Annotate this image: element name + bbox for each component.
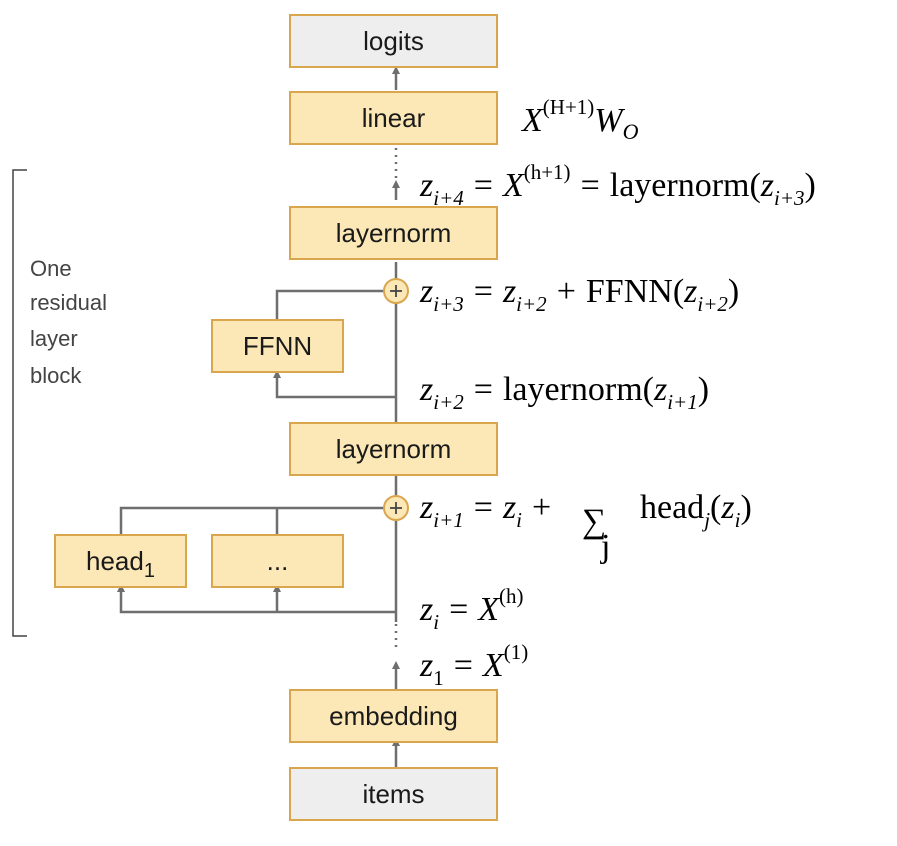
- box-head-1-label: head: [86, 546, 144, 576]
- box-ffnn-label: FFNN: [243, 331, 312, 361]
- eq-z-i1-head: headj(zi): [640, 489, 752, 532]
- box-logits-label: logits: [363, 26, 424, 56]
- eq-sum-index: j: [600, 528, 610, 565]
- eq-z-i3: zi+3=zi+2+FFNN(zi+2): [419, 273, 739, 316]
- side-label-line-4: block: [30, 363, 82, 388]
- box-layernorm-mid-label: layernorm: [336, 434, 452, 464]
- plus-circle-icon: [383, 278, 409, 304]
- heads-input-line: [117, 584, 396, 614]
- side-label-line-2: residual: [30, 290, 107, 315]
- plus-circle-icon: [383, 495, 409, 521]
- box-layernorm-top: layernorm: [289, 206, 498, 260]
- eq-sum-sign: ∑: [582, 503, 606, 540]
- box-items-label: items: [362, 779, 424, 809]
- box-linear: linear: [289, 91, 498, 145]
- box-head-more-label: ...: [267, 546, 289, 576]
- box-embedding-label: embedding: [329, 701, 458, 731]
- heads-output-line: [119, 506, 384, 535]
- eq-z-i2: zi+2=layernorm(zi+1): [419, 371, 709, 414]
- box-layernorm-top-label: layernorm: [336, 218, 452, 248]
- box-head-1: head1: [54, 534, 187, 588]
- svg-text:head1: head1: [86, 546, 155, 582]
- side-label-line-1: One: [30, 256, 72, 281]
- box-ffnn: FFNN: [211, 319, 344, 373]
- box-head-more: ...: [211, 534, 344, 588]
- box-items: items: [289, 767, 498, 821]
- box-layernorm-mid: layernorm: [289, 422, 498, 476]
- box-head-1-subscript: 1: [144, 560, 155, 582]
- side-label-line-3: layer: [30, 326, 78, 351]
- ffnn-input-line: [273, 370, 396, 399]
- residual-block-label: One residual layer block: [30, 256, 107, 388]
- ffnn-output-line: [275, 289, 384, 320]
- residual-block-bracket: [12, 169, 27, 637]
- eq-z-i: zi=X(h): [419, 584, 524, 634]
- eq-z-i4: zi+4=X(h+1)=layernorm(zi+3): [419, 160, 816, 210]
- eq-z-i1: zi+1=zi+: [419, 489, 551, 532]
- box-linear-label: linear: [362, 103, 426, 133]
- box-embedding: embedding: [289, 689, 498, 743]
- eq-z-1: z1=X(1): [419, 640, 528, 690]
- box-logits: logits: [289, 14, 498, 68]
- eq-linear: X(H+1)WO: [520, 95, 639, 144]
- connectors: [117, 66, 400, 768]
